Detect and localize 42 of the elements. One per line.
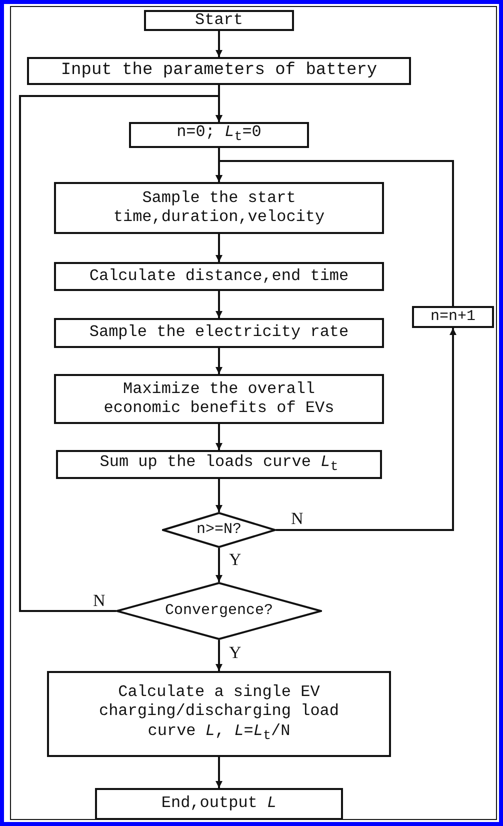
node-text: Sample the electricity rate [89,323,349,343]
node-text: Calculate a single EV charging/discharging load curve L, L=L$_{t}$/N [98,683,340,745]
arrow [216,31,222,57]
process-box [54,262,384,291]
process-box [54,318,384,348]
node-text: Sample the start time,duration,velocity [112,188,326,228]
edge-label: Y [228,644,242,661]
node-text: Sum up the loads curve L$_{t}$ [100,452,338,476]
process-box [27,57,411,85]
node-text: n=0; L$_{t}$=0 [176,123,262,147]
process-box [56,450,382,479]
edge-label: N [92,592,106,609]
node-text: End,output L [161,794,277,814]
arrow [216,640,222,671]
arrow [19,95,222,612]
node-text: Start [194,10,243,30]
arrow [216,234,222,262]
process-box [47,671,391,757]
arrow [216,291,222,318]
node-text: Input the parameters of battery [60,60,378,82]
arrow [216,548,222,582]
process-box [95,788,343,820]
process-box [144,10,294,31]
node-text: n>=N? [196,521,242,539]
process-box [54,182,384,234]
node-text: Maximize the overall economic benefits of EVs [102,380,336,418]
arrow [216,348,222,374]
process-box [412,306,494,328]
arrow [276,328,456,531]
process-box [54,374,384,424]
decision-diamond [116,582,322,640]
arrow [216,757,222,788]
edge-label: N [290,510,304,527]
node-text: n=n+1 [430,308,476,326]
edge-label: Y [228,551,242,568]
process-box [129,122,309,148]
decision-diamond [162,512,276,548]
node-text: Calculate distance,end time [89,266,349,286]
arrow [216,424,222,450]
arrow [216,479,222,512]
arrow [216,160,454,306]
node-text: Convergence? [164,602,274,620]
